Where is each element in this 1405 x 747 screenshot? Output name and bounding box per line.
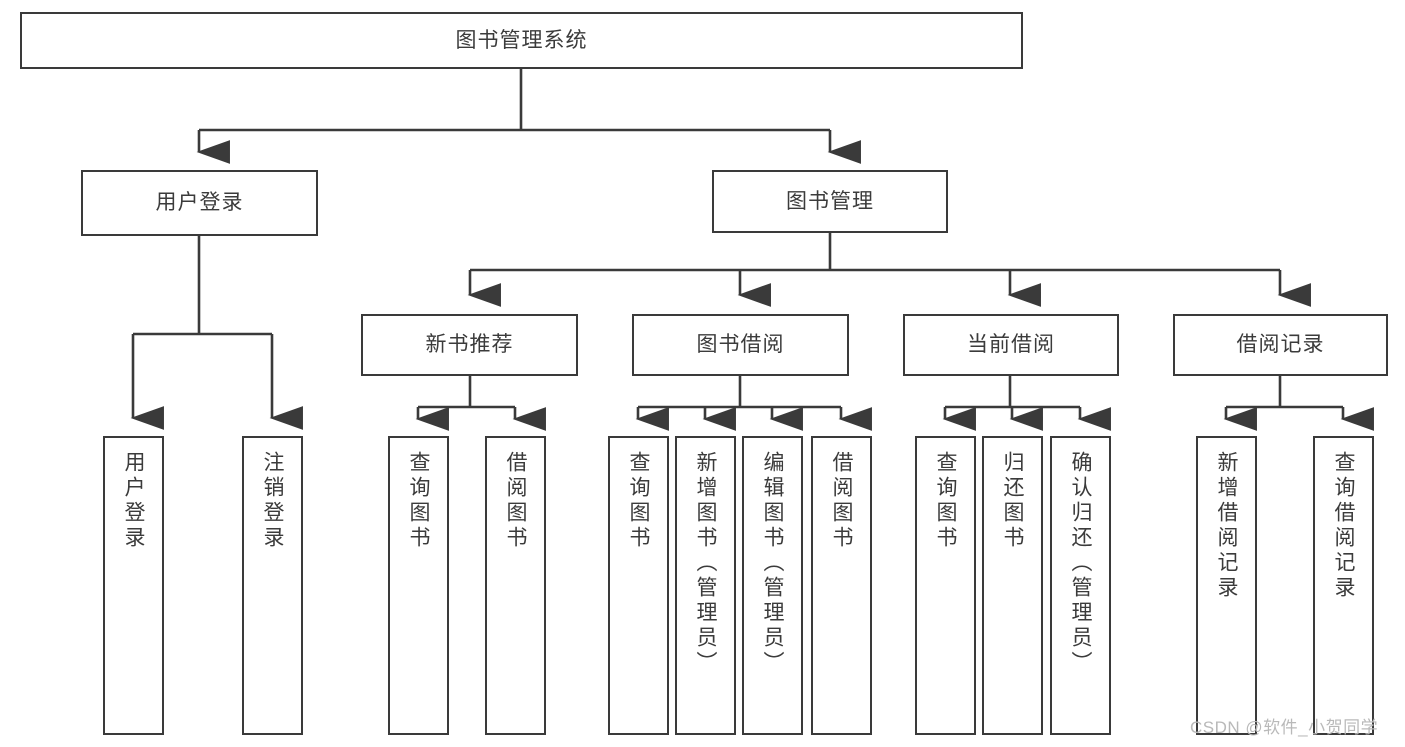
node-user-login[interactable]: 用户登录 [81, 170, 318, 236]
node-borrow-record[interactable]: 借阅记录 [1173, 314, 1388, 376]
node-leaf-query-book-2[interactable]: 查询图书 [608, 436, 669, 735]
node-label: 新书推荐 [425, 333, 514, 357]
node-new-book-recommend[interactable]: 新书推荐 [361, 314, 578, 376]
node-label: 注销登录 [261, 451, 284, 551]
node-leaf-return-book[interactable]: 归还图书 [982, 436, 1043, 735]
node-label: 借阅记录 [1236, 333, 1325, 357]
node-book-management[interactable]: 图书管理 [712, 170, 948, 233]
node-leaf-borrow-book-2[interactable]: 借阅图书 [811, 436, 872, 735]
node-label: 图书管理 [786, 189, 874, 213]
node-leaf-query-record[interactable]: 查询借阅记录 [1313, 436, 1374, 735]
node-label: 查询图书 [934, 451, 957, 551]
node-label: 查询借阅记录 [1332, 451, 1355, 601]
node-leaf-add-book[interactable]: 新增图书（管理员） [675, 436, 736, 735]
node-leaf-user-logout[interactable]: 注销登录 [242, 436, 303, 735]
node-label: 当前借阅 [967, 333, 1055, 357]
node-leaf-query-book-1[interactable]: 查询图书 [388, 436, 449, 735]
node-label: 用户登录 [155, 191, 244, 215]
node-label: 查询图书 [407, 451, 430, 551]
node-label: 查询图书 [627, 451, 650, 551]
node-label: 借阅图书 [504, 451, 527, 551]
watermark-csdn: CSDN @软件_小贺同学 [1190, 718, 1379, 737]
node-leaf-add-record[interactable]: 新增借阅记录 [1196, 436, 1257, 735]
node-label: 新增图书（管理员） [694, 451, 717, 676]
node-label: 借阅图书 [830, 451, 853, 551]
node-leaf-user-login[interactable]: 用户登录 [103, 436, 164, 735]
node-label: 编辑图书（管理员） [761, 451, 784, 676]
node-leaf-edit-book[interactable]: 编辑图书（管理员） [742, 436, 803, 735]
node-label: 归还图书 [1001, 451, 1024, 551]
node-label: 图书管理系统 [455, 28, 588, 52]
node-current-borrow[interactable]: 当前借阅 [903, 314, 1119, 376]
node-label: 用户登录 [122, 451, 145, 551]
node-leaf-borrow-book-1[interactable]: 借阅图书 [485, 436, 546, 735]
node-label: 图书借阅 [696, 333, 785, 357]
node-root-system[interactable]: 图书管理系统 [20, 12, 1023, 69]
node-label: 确认归还（管理员） [1069, 451, 1092, 676]
node-leaf-confirm-return[interactable]: 确认归还（管理员） [1050, 436, 1111, 735]
node-leaf-query-book-3[interactable]: 查询图书 [915, 436, 976, 735]
node-book-borrow[interactable]: 图书借阅 [632, 314, 849, 376]
node-label: 新增借阅记录 [1215, 451, 1238, 601]
